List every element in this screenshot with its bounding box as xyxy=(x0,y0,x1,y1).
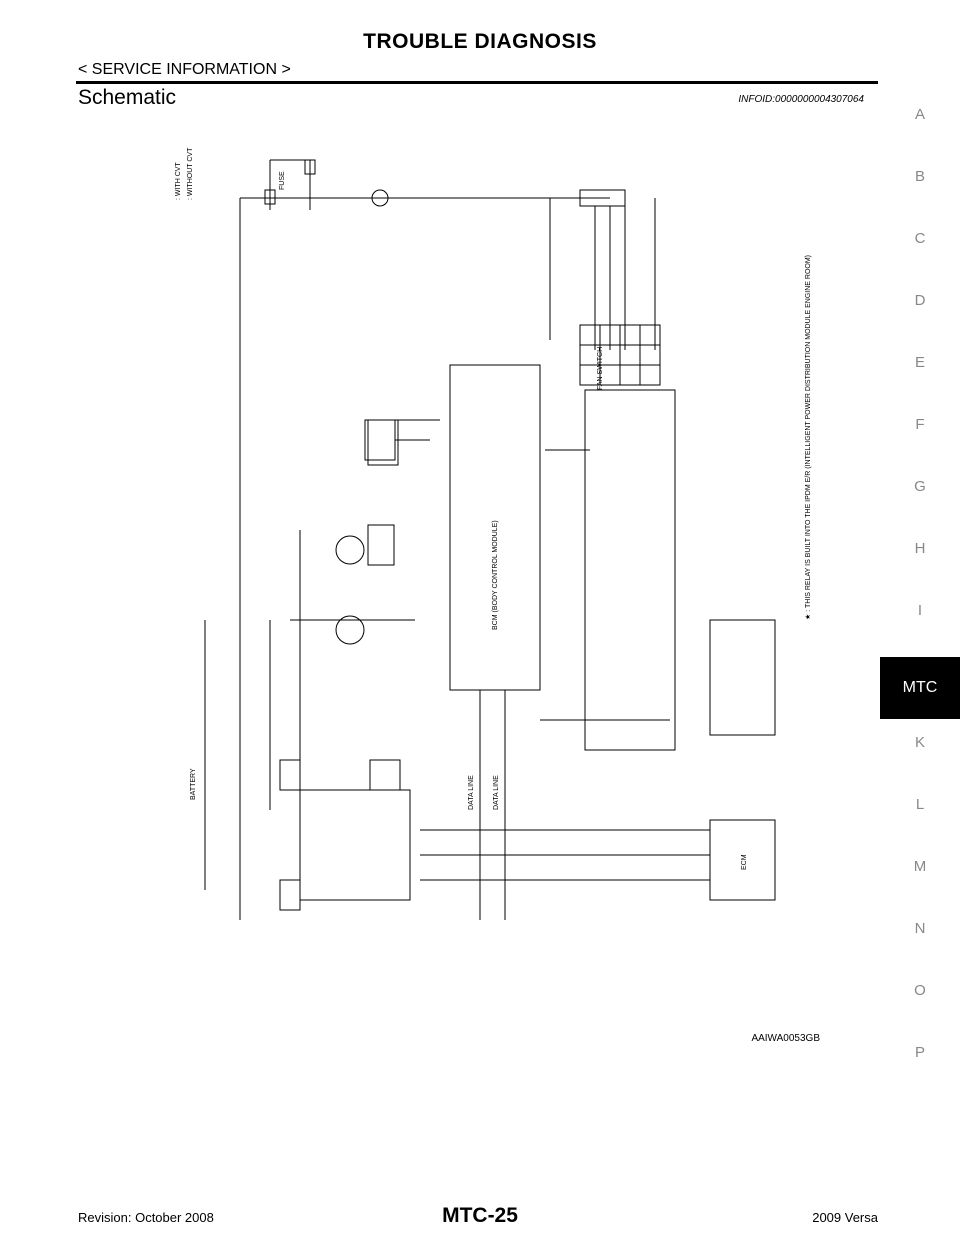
legend-vt: : WITH CVT xyxy=(175,162,182,200)
side-tab-o[interactable]: O xyxy=(914,982,926,999)
footer-revision: Revision: October 2008 xyxy=(78,1210,214,1225)
page-header-subtitle: < SERVICE INFORMATION > xyxy=(78,61,291,78)
header-divider xyxy=(76,81,878,84)
side-tab-mtc[interactable]: MTC xyxy=(880,657,960,719)
side-tab-c[interactable]: C xyxy=(914,230,926,247)
footer-page-number: MTC-25 xyxy=(442,1204,518,1227)
data-line-label-1: DATA LINE xyxy=(468,775,475,810)
section-index-sidebar: A B C D E F G H I MTC K L M N O P xyxy=(880,95,960,1095)
diagram-code: AAIWA0053GB xyxy=(751,1033,820,1044)
side-tab-p[interactable]: P xyxy=(914,1044,925,1061)
page-header-title: TROUBLE DIAGNOSIS xyxy=(363,30,597,53)
side-tab-g[interactable]: G xyxy=(914,478,926,495)
ecm-label: ECM xyxy=(741,854,748,870)
footer-model: 2009 Versa xyxy=(812,1210,878,1225)
side-tab-l[interactable]: L xyxy=(915,796,925,813)
schematic-diagram: : WITH CVT : WITHOUT CVT BCM (BODY CONTR… xyxy=(175,147,812,920)
side-tab-d[interactable]: D xyxy=(914,292,926,309)
side-tab-n[interactable]: N xyxy=(914,920,926,937)
section-title: Schematic xyxy=(78,86,177,109)
battery-label: BATTERY xyxy=(190,768,197,800)
relay-note: ★ : THIS RELAY IS BUILT INTO THE IPDM E/… xyxy=(804,255,812,620)
side-tab-k[interactable]: K xyxy=(914,734,925,751)
info-id: INFOID:0000000004307064 xyxy=(738,94,864,105)
data-line-label-2: DATA LINE xyxy=(493,775,500,810)
side-tab-f[interactable]: F xyxy=(915,416,925,433)
bcm-label: BCM (BODY CONTROL MODULE) xyxy=(492,520,499,630)
side-tab-h[interactable]: H xyxy=(914,540,926,557)
side-tab-a[interactable]: A xyxy=(914,106,925,123)
side-tab-e[interactable]: E xyxy=(914,354,925,371)
fan-switch-label: FAN SWITCH xyxy=(597,347,604,390)
side-tab-i[interactable]: I xyxy=(917,602,923,619)
side-tab-b[interactable]: B xyxy=(914,168,925,185)
legend-vw: : WITHOUT CVT xyxy=(187,147,194,200)
side-tab-m[interactable]: M xyxy=(913,858,927,875)
fuse-label: FUSE xyxy=(279,171,286,190)
